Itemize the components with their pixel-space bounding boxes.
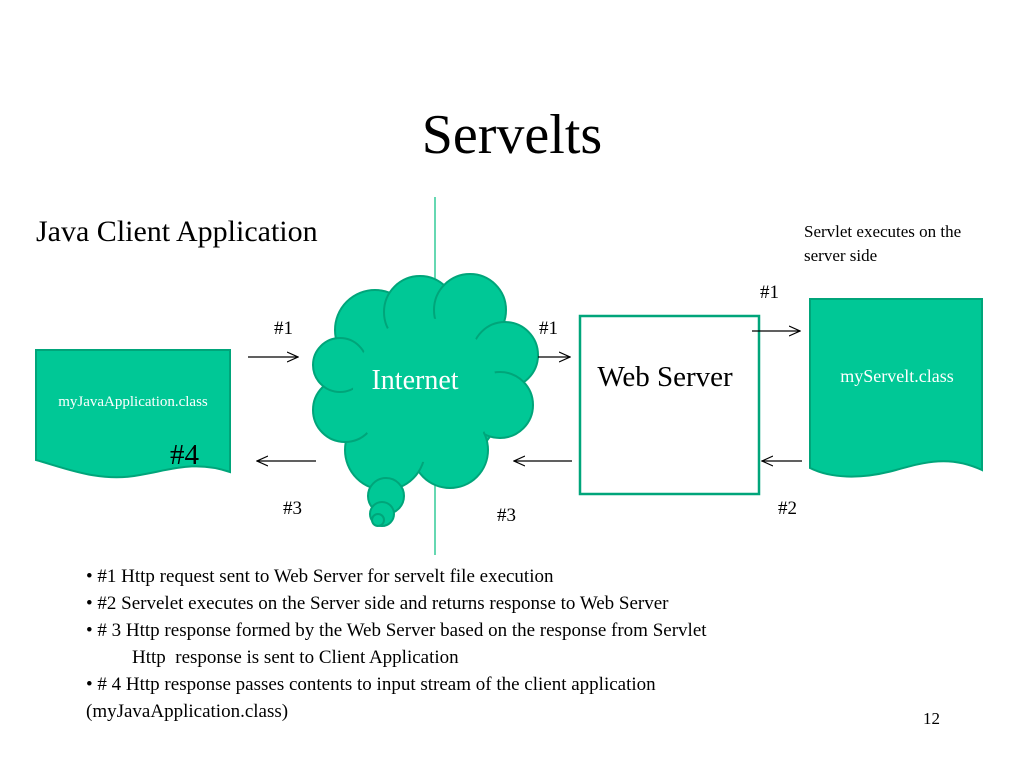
step-label-server-to-internet: #3 <box>497 505 516 526</box>
bullet-continuation: (myJavaApplication.class) <box>86 701 289 722</box>
bullet-item: • # 4 Http response passes contents to i… <box>86 674 656 695</box>
web-server-label: Web Server <box>597 361 733 393</box>
bullet-item: • # 3 Http response formed by the Web Se… <box>86 620 707 641</box>
step-label-client-to-internet: #1 <box>274 318 293 339</box>
bullet-item: • #1 Http request sent to Web Server for… <box>86 566 554 587</box>
bullet-continuation: Http response is sent to Client Applicat… <box>132 647 459 668</box>
step-label-servlet-to-server: #2 <box>778 498 797 519</box>
step-label-server-to-servlet: #1 <box>760 282 779 303</box>
client-file-label: myJavaApplication.class <box>58 394 208 410</box>
slide-title: Servelts <box>421 104 603 166</box>
step-label-client-stream: #4 <box>170 439 199 471</box>
internet-label: Internet <box>371 365 459 396</box>
step-label-internet-to-server: #1 <box>539 318 558 339</box>
internet-cloud <box>312 273 539 527</box>
bullet-item: • #2 Servelet executes on the Server sid… <box>86 593 669 614</box>
client-heading: Java Client Application <box>36 215 318 248</box>
servlet-file-shape <box>809 298 983 478</box>
servlet-file-label: myServelt.class <box>840 366 954 386</box>
page-number: 12 <box>923 709 940 728</box>
client-file-shape <box>35 349 231 479</box>
server-side-note: Servlet executes on the server side <box>804 222 962 265</box>
step-label-internet-to-client: #3 <box>283 498 302 519</box>
explanation-bullets: • #1 Http request sent to Web Server for… <box>86 563 946 725</box>
web-server-box <box>578 314 761 496</box>
